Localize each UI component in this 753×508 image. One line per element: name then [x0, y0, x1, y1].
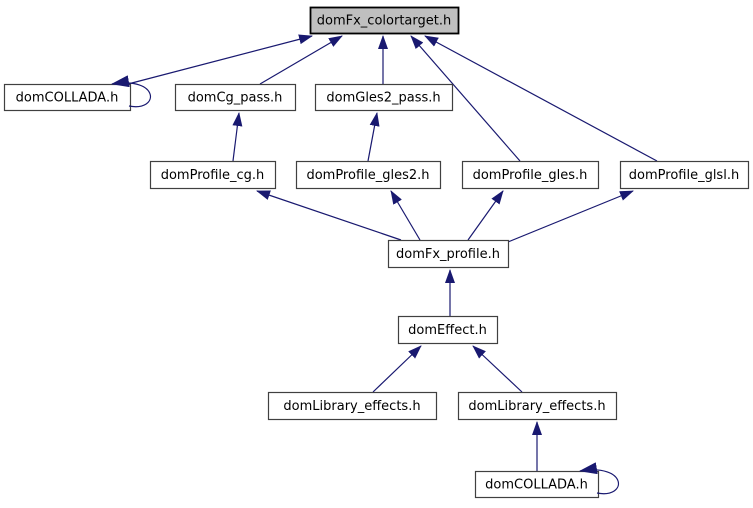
node-profile_gles[interactable]: domProfile_gles.h	[461, 160, 600, 190]
edge-fx_profile-to-profile_glsl	[507, 190, 634, 243]
node-box[interactable]	[149, 160, 277, 190]
node-label: domGles2_pass.h	[326, 91, 440, 106]
edge-profile_cg-to-cg_pass	[232, 112, 243, 162]
edge-profile_gles2-to-gles2_pass	[367, 112, 380, 162]
node-box[interactable]	[397, 315, 499, 345]
edges-layer	[127, 34, 658, 471]
node-box[interactable]	[457, 391, 618, 421]
self-loop-edge-collada_bottom	[579, 462, 620, 495]
edge-fx_profile-to-profile_gles2	[390, 190, 421, 241]
node-fx_colortarget[interactable]: domFx_colortarget.h	[309, 6, 460, 35]
node-library_right[interactable]: domLibrary_effects.h	[457, 391, 618, 421]
edge-cg_pass-to-fx_colortarget	[259, 35, 343, 85]
node-label: domLibrary_effects.h	[468, 399, 605, 414]
highlighted-node-box[interactable]	[309, 6, 460, 35]
node-box[interactable]	[314, 83, 454, 112]
edge-collada_top-to-fx_colortarget	[127, 34, 313, 85]
node-effect[interactable]: domEffect.h	[397, 315, 499, 345]
edge-library_left-to-effect	[372, 345, 422, 393]
self-loop-edge-collada_top	[111, 75, 152, 108]
node-collada_bottom[interactable]: domCOLLADA.h	[474, 470, 600, 499]
node-box[interactable]	[387, 239, 510, 269]
node-label: domProfile_gles2.h	[306, 168, 429, 183]
node-label: domCOLLADA.h	[16, 91, 119, 106]
node-label: domCg_pass.h	[188, 91, 283, 106]
edge-fx_profile-to-profile_cg	[256, 190, 402, 241]
node-label: domFx_profile.h	[396, 247, 500, 262]
edge-library_right-to-effect	[472, 345, 523, 393]
node-library_left[interactable]: domLibrary_effects.h	[267, 391, 438, 421]
edge-profile_glsl-to-fx_colortarget	[424, 35, 658, 162]
node-gles2_pass[interactable]: domGles2_pass.h	[314, 83, 454, 112]
node-label: domProfile_cg.h	[161, 168, 265, 183]
node-label: domProfile_gles.h	[473, 168, 588, 183]
node-profile_cg[interactable]: domProfile_cg.h	[149, 160, 277, 190]
node-label: domProfile_glsl.h	[629, 168, 739, 183]
node-profile_gles2[interactable]: domProfile_gles2.h	[295, 160, 442, 190]
edge-fx_profile-to-profile_gles	[467, 190, 504, 241]
node-box[interactable]	[461, 160, 600, 190]
node-box[interactable]	[267, 391, 438, 421]
node-label: domEffect.h	[408, 323, 487, 338]
edge-profile_gles-to-fx_colortarget	[410, 35, 521, 162]
node-fx_profile[interactable]: domFx_profile.h	[387, 239, 510, 269]
node-box[interactable]	[3, 83, 132, 112]
node-cg_pass[interactable]: domCg_pass.h	[174, 83, 297, 112]
node-label: domLibrary_effects.h	[283, 399, 420, 414]
node-box[interactable]	[174, 83, 297, 112]
node-profile_glsl[interactable]: domProfile_glsl.h	[619, 160, 750, 190]
node-box[interactable]	[295, 160, 442, 190]
node-box[interactable]	[619, 160, 750, 190]
node-box[interactable]	[474, 470, 600, 499]
nodes-layer: domFx_colortarget.h domCOLLADA.h domCg_pas…	[3, 6, 750, 499]
node-label: domFx_colortarget.h	[317, 14, 451, 29]
self-loops-layer	[111, 75, 620, 495]
node-collada_top[interactable]: domCOLLADA.h	[3, 83, 132, 112]
node-label: domCOLLADA.h	[485, 478, 588, 493]
